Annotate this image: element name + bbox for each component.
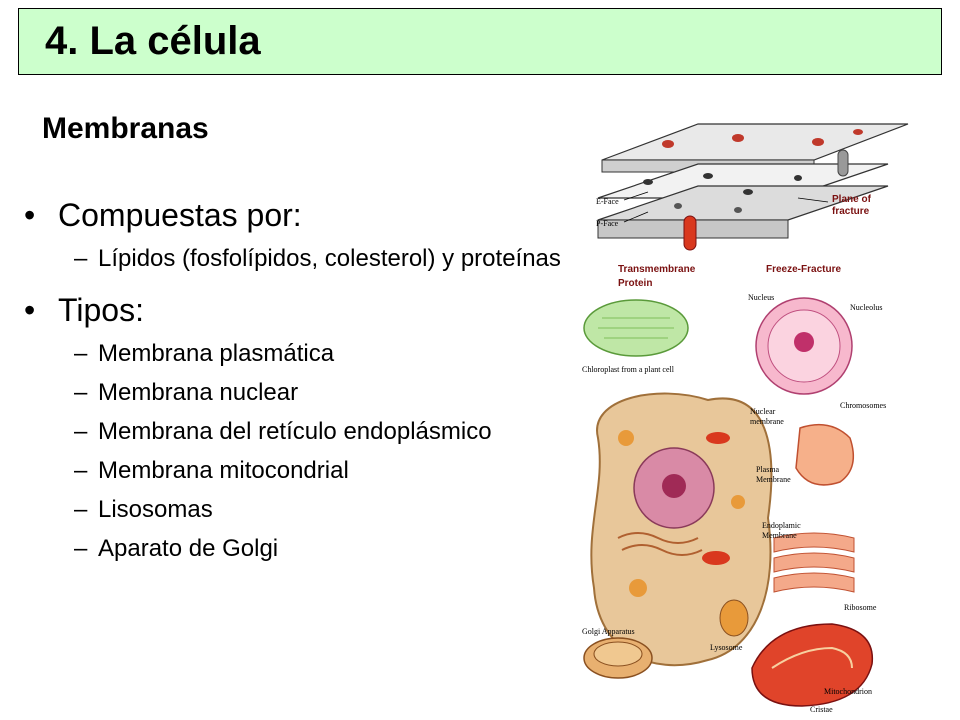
sub-item: Membrana mitocondrial [24, 456, 564, 485]
lysosome [719, 599, 749, 637]
vesicle [731, 495, 745, 509]
label-fracture: fracture [832, 206, 870, 217]
membrane-particle [674, 203, 682, 209]
label-cristae: Cristae [810, 705, 833, 714]
sub-list-composition: Lípidos (fosfolípidos, colesterol) y pro… [24, 244, 564, 273]
sub-item: Aparato de Golgi [24, 534, 564, 563]
label-plasma-2: Membrane [756, 475, 791, 484]
transmembrane-protein [683, 215, 697, 251]
membrane-channel [837, 149, 849, 177]
label-chloroplast: Chloroplast from a plant cell [582, 365, 675, 374]
label-freeze-fracture: Freeze-Fracture [766, 264, 841, 275]
label-golgi: Golgi Apparatus [582, 627, 635, 636]
plasma-membrane-detail [795, 423, 855, 486]
sub-item: Lisosomas [24, 495, 564, 524]
membrane-protein [732, 134, 744, 142]
title-bar: 4. La célula [18, 8, 942, 75]
leader-line [623, 211, 649, 223]
membrane-particle [734, 207, 742, 213]
sub-list-types: Membrana plasmática Membrana nuclear Mem… [24, 339, 564, 563]
label-nucleolus: Nucleolus [850, 303, 882, 312]
label-p-face: P-Face [596, 219, 619, 228]
upper-bilayer [601, 123, 909, 161]
label-plasma-1: Plasma [756, 465, 780, 474]
vesicle [618, 430, 634, 446]
nucleolus [794, 332, 814, 352]
animal-cell-figure: Chloroplast from a plant cell Nucleus Nu… [582, 293, 886, 714]
bullet-list: Compuestas por: Lípidos (fosfolípidos, c… [24, 196, 564, 581]
label-ribosome: Ribosome [844, 603, 877, 612]
mitochondrion-detail [751, 623, 874, 707]
cell-body [590, 392, 773, 667]
label-chromosomes: Chromosomes [840, 401, 886, 410]
cell-nucleolus [662, 474, 686, 498]
label-endo-2: Membrane [762, 531, 797, 540]
sub-item: Membrana nuclear [24, 378, 564, 407]
label-nucleus: Nucleus [748, 293, 774, 302]
golgi-inner [593, 641, 643, 667]
membrane-particle [643, 179, 653, 185]
small-mitochondrion [706, 432, 730, 444]
er-sheet [773, 532, 855, 553]
leader-line [797, 197, 829, 203]
section-subtitle: Membranas [42, 112, 209, 145]
label-endo-1: Endoplamic [762, 521, 801, 530]
membrane-protein [812, 138, 824, 146]
label-protein: Protein [618, 278, 652, 289]
small-mitochondrion [702, 551, 730, 565]
leader-line [623, 191, 649, 201]
membrane-particle [794, 175, 802, 181]
membrane-freeze-fracture-figure: E-Face P-Face Plane of fracture Transmem… [588, 120, 916, 290]
bullet-composition: Compuestas por: [24, 196, 564, 234]
er-fold [617, 532, 699, 544]
label-nuclear-1: Nuclear [750, 407, 776, 416]
label-lysosome: Lysosome [710, 643, 743, 652]
vesicle [629, 579, 647, 597]
er-sheet [773, 572, 855, 593]
membrane-particle [703, 173, 713, 179]
membrane-protein [853, 129, 863, 135]
label-plane: Plane of [832, 194, 872, 205]
slide-title: 4. La célula [45, 19, 261, 63]
label-mitochondrion: Mitochondrion [824, 687, 872, 696]
mitochondrion-cristae [771, 646, 853, 669]
membrane-protein [662, 140, 674, 148]
er-fold [621, 544, 703, 556]
label-nuclear-2: membrane [750, 417, 784, 426]
sub-item: Lípidos (fosfolípidos, colesterol) y pro… [24, 244, 564, 273]
bullet-types: Tipos: [24, 291, 564, 329]
er-sheet [773, 552, 855, 573]
label-transmembrane: Transmembrane [618, 264, 696, 275]
membrane-particle [743, 189, 753, 195]
label-e-face: E-Face [596, 197, 619, 206]
sub-item: Membrana plasmática [24, 339, 564, 368]
sub-item: Membrana del retículo endoplásmico [24, 417, 564, 446]
